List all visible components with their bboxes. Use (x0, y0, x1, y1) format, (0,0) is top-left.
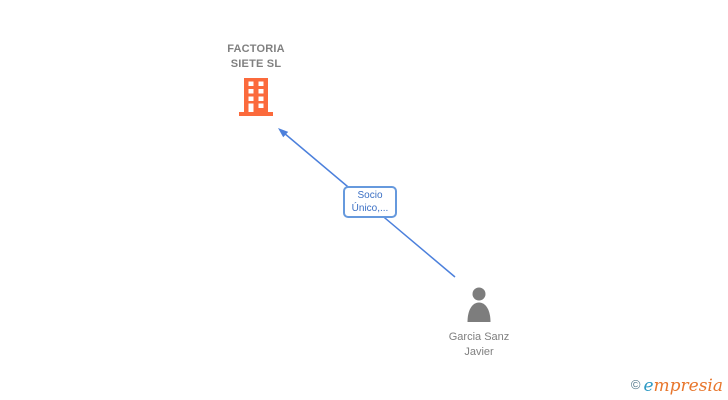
empresia-logo: ©empresia (631, 376, 723, 396)
person-icon (464, 287, 494, 322)
brand-name-text: mpresia (653, 376, 724, 396)
edge-arrowhead-icon (278, 128, 289, 138)
company-node[interactable]: FACTORIA SIETE SL (193, 42, 319, 121)
brand-first-letter: e (643, 376, 654, 396)
person-node[interactable]: Garcia Sanz Javier (418, 287, 540, 360)
company-name-label: FACTORIA SIETE SL (227, 43, 285, 70)
building-icon (239, 78, 273, 116)
relationship-label: Socio Único,... (351, 190, 389, 214)
relationship-label-box[interactable]: Socio Único,... (343, 186, 397, 218)
person-name-label: Garcia Sanz Javier (448, 331, 510, 358)
copyright-icon: © (630, 377, 641, 392)
